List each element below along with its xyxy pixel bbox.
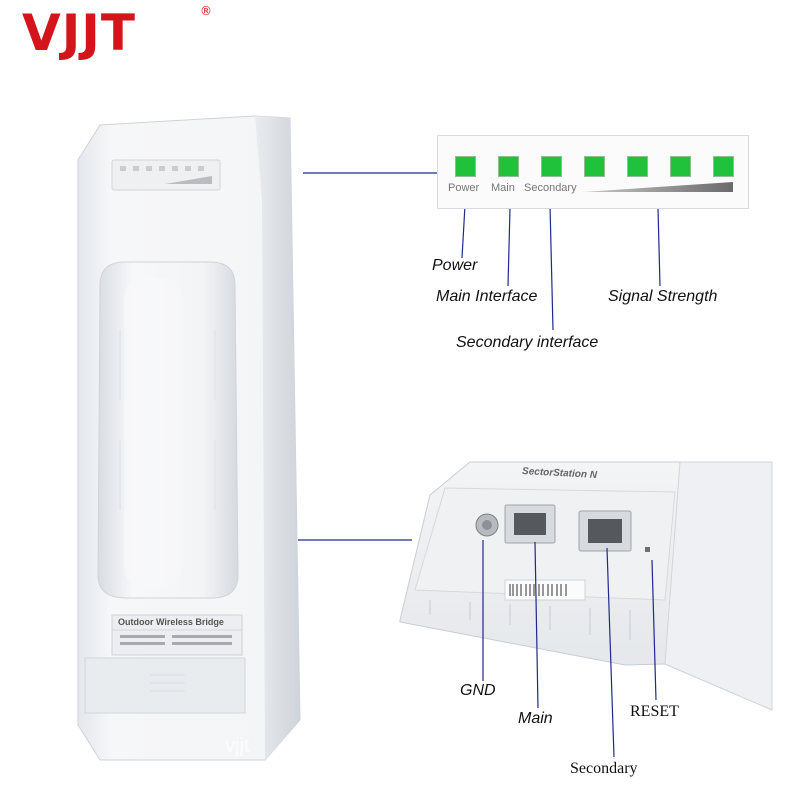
callout-reset: RESET: [630, 703, 679, 720]
callout-signal-strength: Signal Strength: [608, 288, 718, 305]
led-signal-1: [584, 156, 605, 177]
led-label-main: Main: [491, 182, 515, 194]
callout-secondary: Secondary: [570, 760, 638, 777]
callout-power: Power: [432, 257, 478, 274]
led-panel: Power Main Secondary: [437, 135, 749, 209]
registered-mark: ®: [200, 4, 212, 18]
device-label-title: Outdoor Wireless Bridge: [118, 617, 224, 627]
callout-gnd: GND: [460, 682, 496, 699]
signal-strength-wedge: [583, 182, 733, 192]
led-label-secondary: Secondary: [524, 182, 577, 194]
led-signal-2: [627, 156, 648, 177]
led-main: [498, 156, 519, 177]
callout-secondary-interface: Secondary interface: [456, 334, 599, 351]
led-signal-4: [713, 156, 734, 177]
callout-main-interface: Main Interface: [436, 288, 538, 305]
led-power: [455, 156, 476, 177]
callout-main: Main: [518, 710, 553, 727]
led-label-power: Power: [448, 182, 480, 194]
led-secondary: [541, 156, 562, 177]
watermark: vjjt: [225, 735, 250, 757]
brand-logo: VJJT: [22, 4, 137, 62]
led-signal-3: [670, 156, 691, 177]
